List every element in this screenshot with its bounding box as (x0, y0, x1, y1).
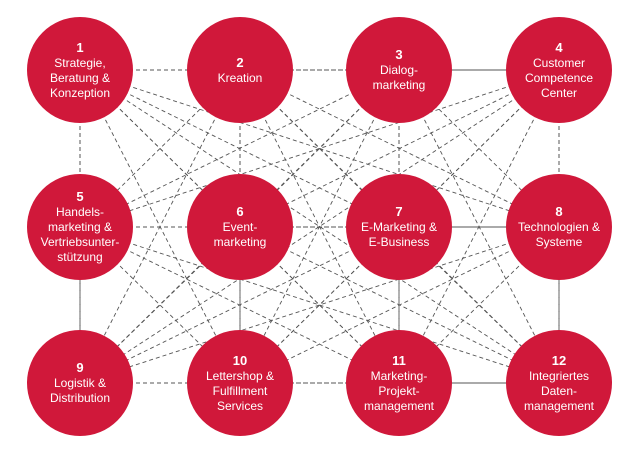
node-label: Lettershop & Fulfillment Services (205, 368, 275, 413)
connection-line (398, 69, 560, 384)
connection-line (239, 69, 400, 384)
node-label: Dialog- marketing (372, 63, 426, 92)
node-10: 10 Lettershop & Fulfillment Services (187, 330, 293, 436)
node-number: 11 (392, 352, 406, 368)
node-label: Kreation (217, 70, 263, 85)
node-number: 7 (395, 204, 403, 219)
node-label: Technologien & Systeme (517, 220, 601, 249)
node-label: Strategie, Beratung & Konzeption (49, 55, 111, 100)
node-2: 2 Kreation (187, 17, 293, 123)
connection-line (79, 69, 241, 384)
node-label: Handels- marketing & Vertriebsunter- stü… (40, 205, 120, 264)
node-label: Marketing- Projekt- management (363, 368, 435, 413)
node-number: 5 (76, 189, 84, 204)
node-label: Customer Competence Center (524, 55, 594, 100)
node-number: 2 (236, 54, 244, 70)
node-number: 1 (76, 39, 84, 55)
node-4: 4 Customer Competence Center (506, 17, 612, 123)
node-number: 6 (236, 204, 244, 219)
connection-line (79, 69, 560, 228)
node-3: 3 Dialog- marketing (346, 17, 452, 123)
node-number: 4 (555, 39, 563, 55)
node-label: Logistik & Distribution (49, 376, 111, 405)
node-12: 12 Integriertes Daten- management (506, 330, 612, 436)
node-1: 1 Strategie, Beratung & Konzeption (27, 17, 133, 123)
connection-line (79, 226, 400, 384)
node-number: 9 (76, 360, 84, 375)
connection-line (79, 69, 560, 384)
node-9: 9 Logistik & Distribution (27, 330, 133, 436)
node-label: Event- marketing (213, 220, 267, 249)
node-number: 10 (232, 352, 248, 368)
node-5: 5 Handels- marketing & Vertriebsunter- s… (27, 174, 133, 280)
node-11: 11 Marketing- Projekt- management (346, 330, 452, 436)
node-number: 8 (555, 204, 563, 219)
node-label: E-Marketing & E-Business (360, 220, 438, 249)
node-number: 3 (395, 47, 403, 62)
node-label: Integriertes Daten- management (523, 368, 595, 413)
node-number: 12 (551, 352, 567, 368)
connection-line (239, 226, 560, 384)
connection-line (239, 69, 560, 228)
node-8: 8 Technologien & Systeme (506, 174, 612, 280)
node-6: 6 Event- marketing (187, 174, 293, 280)
connection-line (79, 69, 400, 228)
node-7: 7 E-Marketing & E-Business (346, 174, 452, 280)
connection-line (79, 69, 560, 384)
